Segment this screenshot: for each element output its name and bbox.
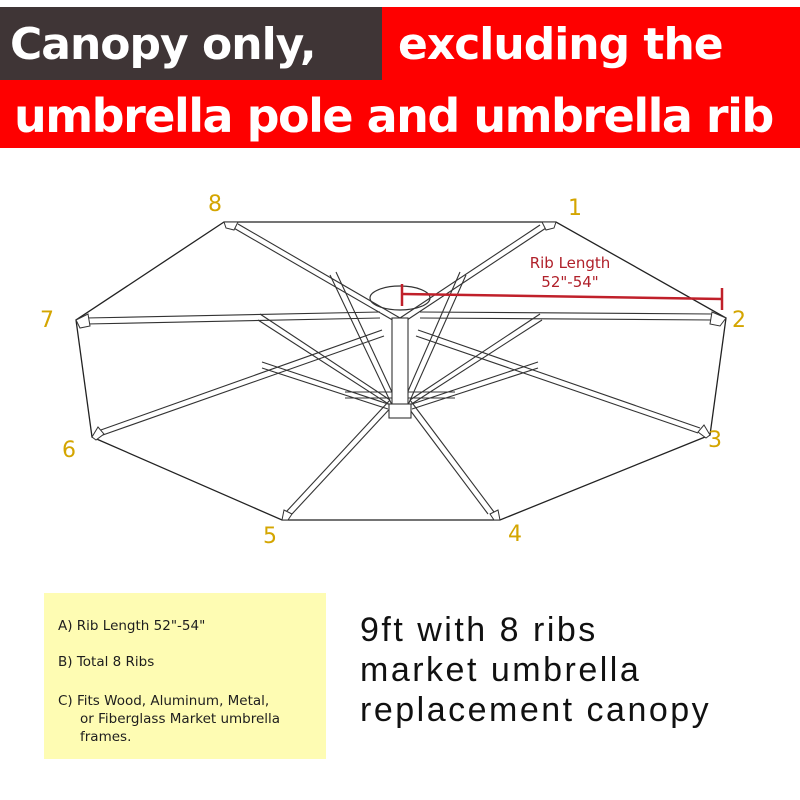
spec-box: A) Rib Length 52"-54" B) Total 8 Ribs C)… xyxy=(44,593,326,759)
rib-length-title: Rib Length xyxy=(529,254,611,272)
spec-fits-line1: C) Fits Wood, Aluminum, Metal, xyxy=(58,693,270,709)
rib-length-label: Rib Length 52"-54" xyxy=(510,254,630,292)
spec-fits-line2: or Fiberglass Market umbrella xyxy=(80,711,281,727)
spec-rib-length: A) Rib Length 52"-54" xyxy=(58,618,206,634)
title-banner: Canopy only, excluding the umbrella pole… xyxy=(0,7,800,148)
rib-point-5: 5 xyxy=(263,524,277,549)
headline-line1: 9ft with 8 ribs xyxy=(360,611,598,649)
rib-point-4: 4 xyxy=(508,522,522,547)
headline-line3: replacement canopy xyxy=(360,691,712,729)
banner-dark-block xyxy=(0,7,382,80)
rib-point-7: 7 xyxy=(40,308,54,333)
rib-point-2: 2 xyxy=(732,308,746,333)
banner-text-pole-rib: umbrella pole and umbrella rib xyxy=(14,89,774,143)
spec-fits-frames: C) Fits Wood, Aluminum, Metal, or Fiberg… xyxy=(58,692,280,746)
rib-point-8: 8 xyxy=(208,192,222,217)
rib-point-6: 6 xyxy=(62,438,76,463)
spec-fits-line3: frames. xyxy=(80,729,132,745)
rib-point-1: 1 xyxy=(568,196,582,221)
banner-text-canopy-only: Canopy only, xyxy=(10,19,317,70)
umbrella-frame-drawing xyxy=(75,221,727,521)
rib-point-3: 3 xyxy=(708,428,722,453)
spec-total-ribs: B) Total 8 Ribs xyxy=(58,654,155,670)
product-headline: 9ft with 8 ribs market umbrella replacem… xyxy=(360,610,711,730)
umbrella-frame-diagram: Rib Length 52"-54" 1 2 3 4 5 6 7 8 xyxy=(0,180,800,560)
headline-line2: market umbrella xyxy=(360,651,642,689)
banner-text-excluding: excluding the xyxy=(398,19,724,70)
rib-length-value: 52"-54" xyxy=(541,273,599,291)
